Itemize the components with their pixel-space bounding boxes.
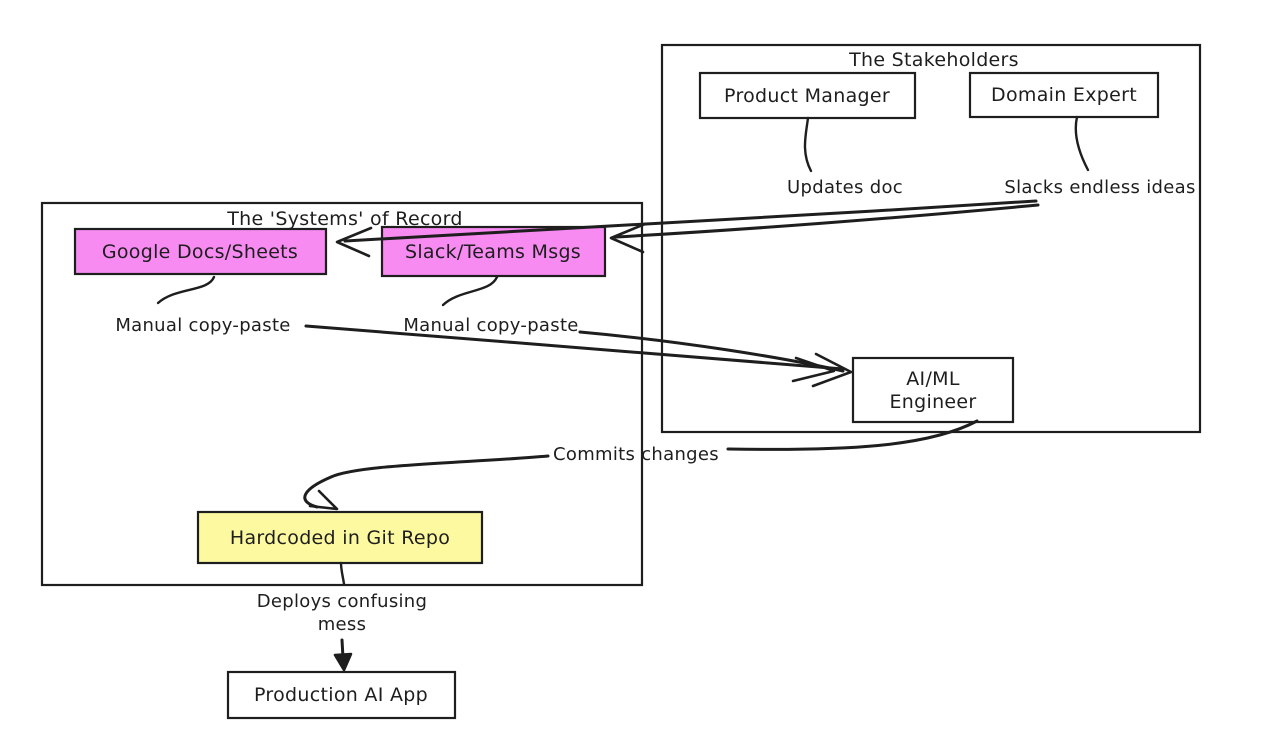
deploys-label-line2: mess [318, 614, 367, 635]
google-docs-squiggle-line [156, 275, 216, 305]
ai-ml-engineer-label-line1: AI/ML [906, 368, 960, 390]
updates-doc-label: Updates doc [787, 177, 903, 198]
stakeholders-title: The Stakeholders [848, 49, 1019, 71]
domain-expert-label: Domain Expert [991, 84, 1137, 106]
slack-teams-node [380, 225, 607, 278]
updates-doc-arrow-line [343, 199, 1038, 243]
slacks-ideas-arrowhead-icon [609, 222, 647, 254]
commits-changes-label: Commits changes [553, 444, 719, 465]
ai-ml-engineer-node [851, 356, 1015, 424]
hardcoded-git-label: Hardcoded in Git Repo [230, 527, 450, 549]
slacks-ideas-arrow-line [614, 203, 1040, 239]
ai-ml-arrowhead-inner-icon [791, 356, 836, 383]
manual-copy-paste-right-label: Manual copy-paste [403, 315, 578, 336]
commits-changes-line-right [726, 419, 979, 451]
systems-of-record-title: The 'Systems' of Record [226, 208, 463, 230]
copy-paste-left-arrow-line [304, 324, 845, 371]
commits-changes-line-left [303, 454, 550, 509]
deploys-label-line1: Deploys confusing [257, 591, 428, 612]
stakeholders-group: The Stakeholders Product Manager Domain … [660, 43, 1202, 434]
deploy-arrowhead-icon [333, 652, 353, 672]
slack-teams-squiggle-line [441, 275, 499, 307]
systems-of-record-group: The 'Systems' of Record Google Docs/Shee… [40, 201, 644, 587]
ai-ml-arrowhead-outer-icon [811, 352, 853, 388]
domain-expert-node [968, 71, 1160, 119]
commits-changes-arrowhead-icon [308, 489, 339, 511]
product-manager-label: Product Manager [724, 85, 890, 107]
stakeholders-container [660, 43, 1202, 434]
google-docs-node [73, 227, 328, 276]
manual-copy-paste-left-label: Manual copy-paste [115, 315, 290, 336]
production-app-node [226, 670, 457, 720]
product-manager-drop-line [803, 116, 813, 173]
systems-of-record-container [40, 201, 644, 587]
hardcoded-drop-line [339, 561, 346, 586]
ai-ml-engineer-label-line2: Engineer [889, 391, 976, 413]
production-app-label: Production AI App [254, 684, 428, 706]
domain-expert-drop-line [1074, 115, 1090, 172]
slacks-ideas-label: Slacks endless ideas [1004, 177, 1195, 198]
updates-doc-arrowhead-icon [335, 226, 373, 258]
slack-teams-label: Slack/Teams Msgs [405, 241, 581, 263]
google-docs-label: Google Docs/Sheets [102, 241, 298, 263]
